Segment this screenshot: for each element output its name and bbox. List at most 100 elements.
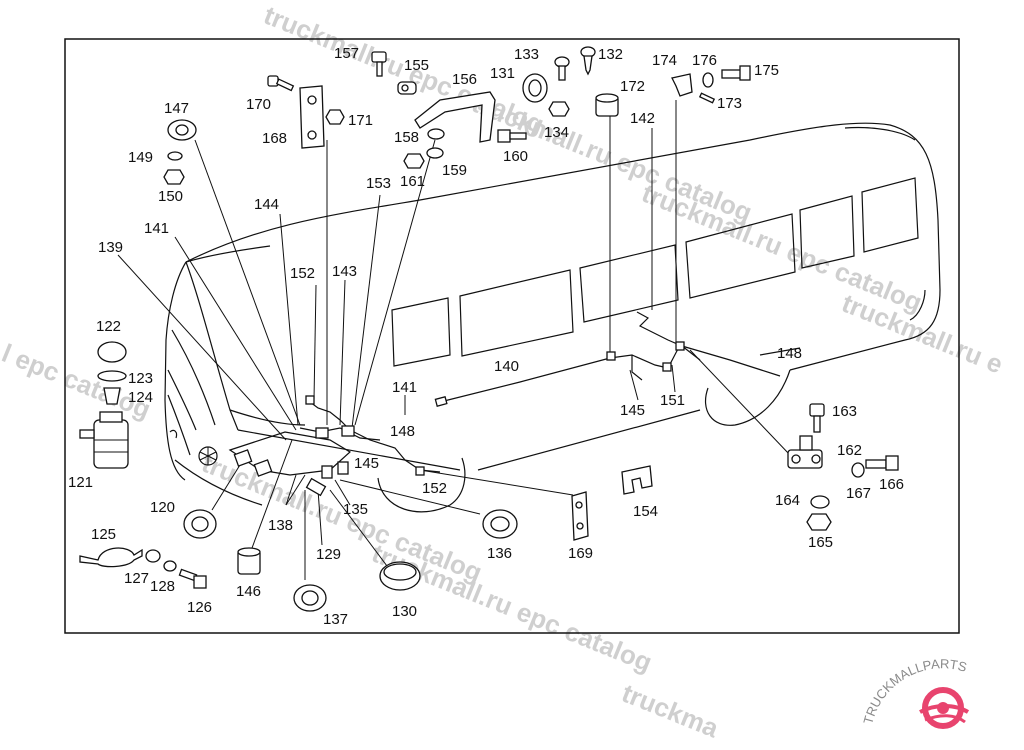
bolt-icon [371,51,387,77]
ring-icon [97,370,127,382]
part-label: 170 [246,96,271,113]
brake-fluid-reservoir-icon [79,411,129,469]
part-label: 145 [354,455,379,472]
part-label: 139 [98,239,123,256]
part-label: 130 [392,603,417,620]
part-label: 167 [846,485,871,502]
diagram-frame [64,38,960,634]
washer-icon [163,560,177,572]
brake-lines [299,311,801,476]
part-label: 122 [96,318,121,335]
part-label: 165 [808,534,833,551]
part-label: 164 [775,492,800,509]
part-label: 174 [652,52,677,69]
spacer-icon [595,93,619,117]
part-label: 168 [262,130,287,147]
filter-icon [103,387,121,405]
part-label: 132 [598,46,623,63]
washer-icon [145,549,161,563]
part-label: 166 [879,476,904,493]
hose-clamp-icon [522,73,548,103]
cap-icon [97,341,127,363]
screw-icon [580,46,596,76]
washer-icon [851,462,865,478]
part-label: 162 [837,442,862,459]
part-label: 163 [832,403,857,420]
part-label: 171 [348,112,373,129]
front-brake-assembly [228,425,355,497]
part-label: 128 [150,578,175,595]
grommet-icon [293,584,327,612]
bus-body [164,122,941,513]
part-label: 134 [544,124,569,141]
boot-icon [379,561,421,591]
part-label: 146 [236,583,261,600]
parts [79,46,899,612]
fitting-icon [237,547,261,575]
part-label: 133 [514,46,539,63]
washer-icon [810,495,830,509]
part-label: 136 [487,545,512,562]
clip-icon [671,73,693,97]
part-label: 127 [124,570,149,587]
part-label: 141 [144,220,169,237]
part-label: 153 [366,175,391,192]
part-label: 129 [316,546,341,563]
gear-icon [919,687,970,729]
grommet-icon [482,509,518,539]
nut-icon [325,109,345,125]
grommet-icon [183,509,217,539]
grommet-icon [167,119,197,141]
part-label: 160 [503,148,528,165]
bolt-icon [554,56,570,81]
bolt-icon [178,568,207,589]
part-label: 126 [187,599,212,616]
washer-icon [426,147,444,159]
washer-icon [702,72,714,88]
part-label: 176 [692,52,717,69]
part-label: 154 [633,503,658,520]
part-label: 150 [158,188,183,205]
bracket-icon [299,85,325,149]
part-label: 157 [334,45,359,62]
clamp-icon [79,547,143,568]
part-label: 144 [254,196,279,213]
part-label: 151 [660,392,685,409]
part-label: 124 [128,389,153,406]
part-labels: 157 155 156 131 133 132 174 176 175 172 … [68,45,904,628]
clamp-icon [397,81,417,95]
t-fitting-icon [787,435,823,469]
part-label: 152 [290,265,315,282]
part-label: 125 [91,526,116,543]
part-label: 138 [268,517,293,534]
bolt-icon [865,455,899,471]
part-label: 143 [332,263,357,280]
part-label: 158 [394,129,419,146]
part-label: 140 [494,358,519,375]
part-label: 145 [620,402,645,419]
part-label: 169 [568,545,593,562]
part-label: 148 [390,423,415,440]
part-label: 141 [392,379,417,396]
part-label: 148 [777,345,802,362]
part-label: 155 [404,57,429,74]
bracket-icon [414,91,496,143]
bolt-icon [721,65,751,81]
washer-icon [427,128,445,140]
part-label: 131 [490,65,515,82]
part-label: 149 [128,149,153,166]
pin-icon [698,92,716,104]
part-label: 173 [717,95,742,112]
part-label: 156 [452,71,477,88]
bolt-icon [497,129,527,143]
leader-lines [117,100,791,580]
screw-icon [267,75,295,92]
part-label: 147 [164,100,189,117]
part-label: 161 [400,173,425,190]
part-label: 135 [343,501,368,518]
part-label: 121 [68,474,93,491]
part-label: 120 [150,499,175,516]
bolt-icon [809,403,825,433]
part-label: 137 [323,611,348,628]
part-label: 175 [754,62,779,79]
